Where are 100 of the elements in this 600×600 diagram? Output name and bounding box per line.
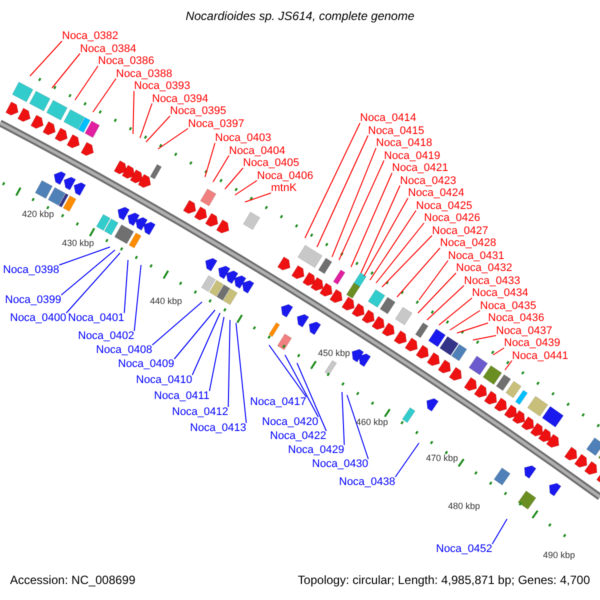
leader-line [332, 148, 376, 258]
gene-label: Noca_0395 [170, 105, 226, 117]
leader-line [158, 128, 188, 150]
leader-line [30, 40, 62, 76]
gene-label: Noca_0438 [339, 476, 396, 488]
gene-label: Noca_0409 [118, 358, 174, 370]
leader-line [268, 344, 307, 398]
gene-label: Noca_0402 [78, 330, 134, 342]
gene-label: Noca_0401 [68, 312, 124, 324]
position-label: 470 kbp [426, 452, 458, 464]
leader-line [236, 322, 247, 424]
gene-label: Noca_0413 [190, 422, 246, 434]
leader-line [370, 210, 416, 280]
gene-label: Noca_0388 [116, 68, 172, 80]
map-title: Nocardioides sp. JS614, complete genome [186, 9, 414, 23]
leader-line [146, 116, 170, 142]
leader-line [360, 185, 400, 274]
gene-label: Noca_0384 [80, 42, 136, 54]
gene-label: Noca_0437 [496, 324, 552, 336]
leader-line [208, 316, 224, 392]
leader-line [92, 78, 116, 112]
gene-label: Noca_0399 [5, 294, 62, 306]
gene-label: Noca_0434 [472, 287, 528, 299]
gene-label: Noca_0424 [408, 187, 464, 199]
position-label: 450 kbp [318, 347, 350, 359]
gene-label: Noca_0417 [250, 396, 306, 408]
gene-label: Noca_0393 [134, 80, 190, 92]
gene-label: Noca_0439 [504, 337, 560, 349]
gene-label: Noca_0408 [96, 344, 152, 356]
leader-line [132, 90, 134, 134]
gene-label: Noca_0405 [243, 157, 300, 169]
gene-label: Noca_0421 [392, 162, 448, 174]
position-label: 490 kbp [543, 549, 576, 561]
leader-line [472, 335, 496, 340]
gene-label: Noca_0404 [229, 144, 286, 156]
position-label: 460 kbp [356, 416, 388, 428]
leader-line [338, 160, 384, 260]
gene-label: Noca_0403 [215, 132, 272, 144]
gene-label: Noca_0430 [312, 458, 368, 470]
leader-line [244, 192, 272, 202]
gene-label: Noca_0431 [448, 250, 504, 262]
leader-line [376, 222, 424, 284]
leader-line [492, 348, 504, 356]
gene-label: Noca_0425 [416, 200, 472, 212]
leader-line [228, 320, 230, 408]
leader-line [382, 235, 432, 288]
leader-line [342, 392, 345, 446]
gene-label: mtnK [271, 182, 297, 194]
leader-line [350, 172, 392, 268]
gene-label: Noca_0452 [436, 543, 492, 555]
gene-label: Noca_0426 [424, 212, 480, 224]
gene-label: Noca_0433 [464, 274, 520, 286]
gene-label: Noca_0400 [10, 312, 66, 324]
leader-line [192, 312, 220, 376]
leader-line [492, 518, 508, 544]
position-label: 430 kbp [62, 237, 94, 249]
leader-line [134, 264, 142, 332]
gene-label: Noca_0415 [368, 124, 424, 136]
gene-label: Noca_0435 [480, 300, 536, 312]
gene-label: Noca_0398 [3, 264, 60, 276]
leader-line [66, 252, 120, 314]
leader-line [140, 103, 152, 138]
position-label: 440 kbp [150, 295, 182, 307]
leader-line [316, 135, 368, 248]
position-label: 480 kbp [448, 500, 480, 512]
leader-line [58, 246, 110, 266]
leader-line [426, 285, 464, 320]
gene-label: Noca_0397 [188, 118, 244, 130]
leader-line [234, 180, 258, 196]
leader-line [60, 250, 116, 296]
gene-label: Noca_0441 [512, 350, 568, 362]
leader-line [438, 298, 472, 326]
gene-label: Noca_0427 [432, 224, 488, 236]
leader-line [296, 362, 327, 432]
leader-line [212, 155, 230, 182]
gene-label: Noca_0411 [154, 390, 210, 402]
leader-line [396, 248, 440, 298]
leader-line [152, 302, 202, 346]
accession-text: Accession: NC_008699 [10, 574, 136, 586]
position-label: 420 kbp [22, 208, 54, 220]
gene-label: Noca_0432 [456, 262, 512, 274]
leader-line [284, 354, 319, 418]
gene-label: Noca_0428 [440, 237, 496, 249]
gene-label: Noca_0436 [488, 312, 544, 324]
gene-label: Noca_0382 [62, 30, 118, 42]
genome-info-text: Topology: circular; Length: 4,985,871 bp; Genes: 4,700 [298, 574, 590, 586]
leader-line [456, 322, 488, 334]
gene-label: Noca_0386 [98, 55, 154, 67]
leader-line [346, 394, 369, 460]
gene-label: Noca_0394 [152, 92, 208, 104]
leader-line [124, 260, 128, 314]
leader-line [364, 198, 408, 276]
leader-line [394, 442, 420, 478]
leader-line [174, 310, 216, 360]
gene-label: Noca_0429 [288, 444, 344, 456]
gene-label: Noca_0418 [376, 137, 432, 149]
leader-line [304, 122, 360, 238]
gene-label: Noca_0423 [400, 174, 456, 186]
leader-line [450, 310, 480, 330]
leader-line [504, 360, 512, 370]
